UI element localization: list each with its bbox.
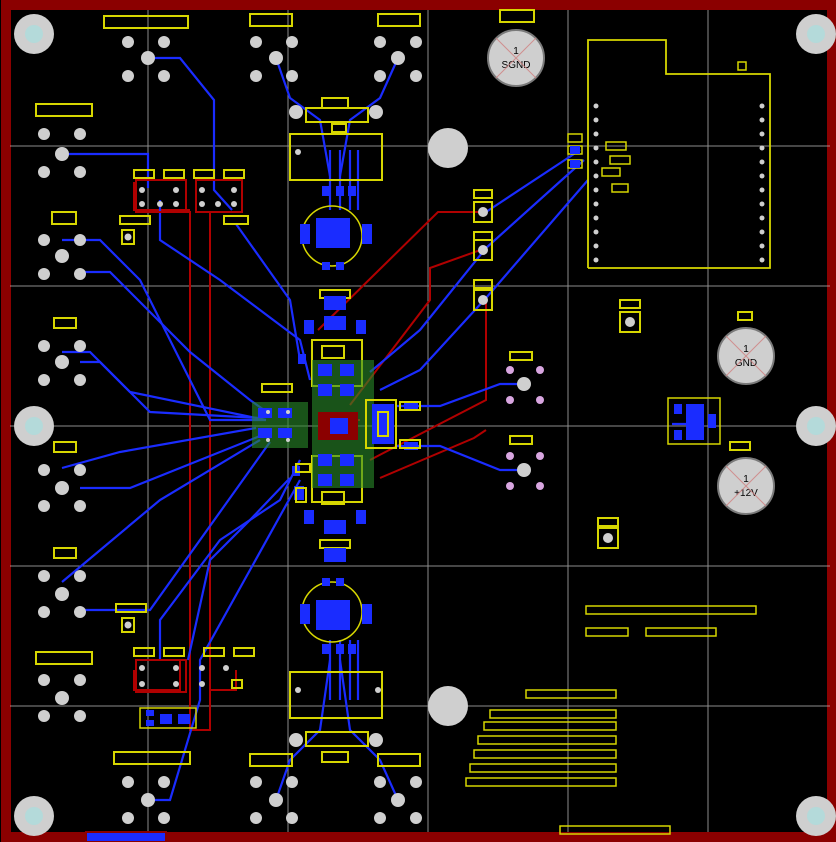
gnd-pad-number: 1 [743, 344, 749, 355]
mcu-module [567, 39, 771, 269]
grid-lines [10, 10, 830, 832]
edge-connector [85, 831, 167, 842]
mounting-hole [428, 686, 468, 726]
right-regulator [667, 397, 721, 445]
center-rf-chain [252, 97, 421, 763]
left-smd-footprints [115, 169, 255, 729]
v12-pad-label: +12V [734, 488, 758, 499]
sgnd-pad-number: 1 [513, 46, 519, 57]
sgnd-pad-label: SGND [502, 60, 531, 71]
gnd-pad-label: GND [735, 358, 757, 369]
v12-pad-number: 1 [743, 474, 749, 485]
mid-test-points [473, 189, 753, 549]
silkscreen-bars [465, 605, 757, 835]
mounting-hole [428, 128, 468, 168]
power-pads: 1 SGND 1 GND 1 +12V [487, 29, 775, 515]
left-connectors [35, 9, 535, 824]
